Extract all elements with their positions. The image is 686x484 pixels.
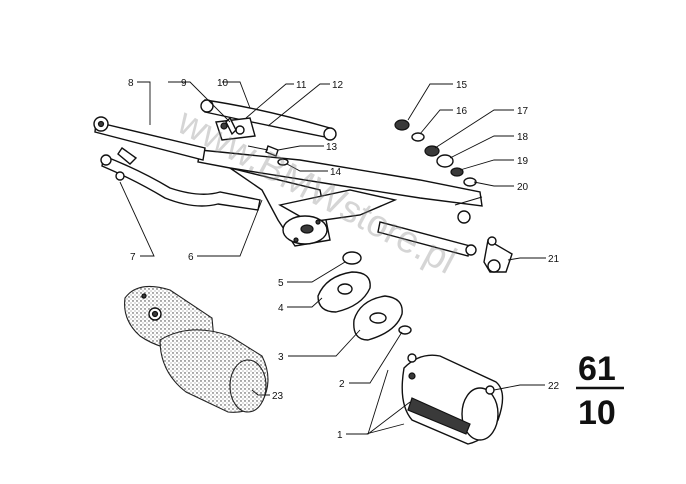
callout-6: 6 [188, 252, 194, 263]
callout-17: 17 [517, 106, 529, 117]
callout-9: 9 [181, 78, 187, 89]
callout-15: 15 [456, 80, 468, 91]
motor-cover [124, 285, 269, 413]
callout-7: 7 [130, 252, 136, 263]
push-rod-right [377, 221, 477, 257]
mounting-plates [317, 251, 412, 341]
motor-crank [483, 236, 513, 273]
callout-10: 10 [217, 78, 229, 89]
callout-14: 14 [330, 167, 342, 178]
subgroup-number: 10 [578, 394, 616, 432]
callout-22: 22 [548, 381, 560, 392]
callout-2: 2 [339, 379, 345, 390]
bracket-hardware [215, 116, 289, 166]
callout-3: 3 [278, 352, 284, 363]
callout-23: 23 [272, 391, 284, 402]
callout-16: 16 [456, 106, 468, 117]
wiper-arm-10 [200, 99, 337, 141]
callout-21: 21 [548, 254, 560, 265]
leader-lines [119, 81, 546, 435]
callout-labels: 1 2 3 4 5 6 7 8 9 10 11 12 13 14 15 16 1… [128, 78, 560, 441]
callout-5: 5 [278, 278, 284, 289]
callout-13: 13 [326, 142, 338, 153]
wiper-motor [401, 353, 504, 445]
group-number-block: 61 10 [576, 350, 624, 432]
callout-12: 12 [332, 80, 344, 91]
callout-1: 1 [337, 430, 343, 441]
callout-4: 4 [278, 303, 284, 314]
callout-8: 8 [128, 78, 134, 89]
nut-washer-stack [394, 119, 477, 187]
callout-11: 11 [296, 80, 307, 91]
wiper-linkage-frame [197, 149, 483, 247]
callout-18: 18 [517, 132, 529, 143]
callout-19: 19 [517, 156, 529, 167]
push-rod-upper [93, 116, 206, 161]
callout-20: 20 [517, 182, 529, 193]
group-number: 61 [578, 350, 616, 388]
